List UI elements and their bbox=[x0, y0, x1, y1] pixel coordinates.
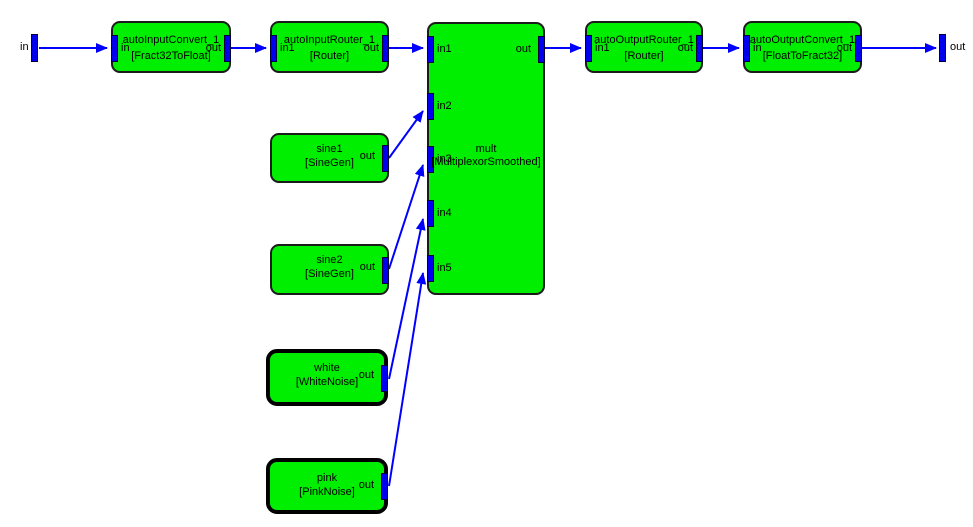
input-port-label-in2: in2 bbox=[437, 100, 452, 112]
input-port-pin[interactable] bbox=[111, 35, 118, 62]
block-title: mult bbox=[475, 143, 497, 155]
output-port-label: out bbox=[363, 42, 379, 54]
external-input-label: in bbox=[20, 41, 29, 53]
input-port-label: in bbox=[121, 42, 130, 54]
wire-pink-to-mult-in5[interactable] bbox=[388, 272, 427, 487]
output-port-label: out bbox=[358, 369, 374, 381]
wire-white-to-mult-in4[interactable] bbox=[388, 218, 426, 380]
output-port-pin[interactable] bbox=[382, 145, 389, 172]
input-port-label: in1 bbox=[280, 42, 295, 54]
output-port-pin[interactable] bbox=[538, 36, 545, 63]
input-port-pin-in5[interactable] bbox=[427, 255, 434, 282]
output-port-pin[interactable] bbox=[382, 35, 389, 62]
input-port-pin-in3[interactable] bbox=[427, 146, 434, 173]
output-port-label: out bbox=[515, 43, 531, 55]
input-port-label-in5: in5 bbox=[437, 262, 452, 274]
output-port-label: out bbox=[359, 261, 375, 273]
block-subtitle: [FloatToFract32] bbox=[762, 50, 843, 62]
block-subtitle: [Fract32ToFloat] bbox=[131, 50, 211, 62]
input-port-label-in3: in3 bbox=[437, 153, 452, 165]
input-port-pin[interactable] bbox=[270, 35, 277, 62]
block-sine2[interactable]: sine2 [SineGen] out bbox=[270, 244, 389, 295]
external-output-pin[interactable] bbox=[939, 34, 946, 62]
block-title: sine2 bbox=[316, 254, 343, 266]
input-port-label: in1 bbox=[595, 42, 610, 54]
block-auto-output-convert[interactable]: autoOutputConvert_1 in out [FloatToFract… bbox=[743, 21, 862, 73]
output-port-pin[interactable] bbox=[381, 365, 388, 392]
block-auto-input-router[interactable]: autoInputRouter_1 in1 out [Router] bbox=[270, 21, 389, 73]
external-input-pin[interactable] bbox=[31, 34, 38, 62]
block-title: autoOutputRouter_1 bbox=[594, 34, 694, 46]
block-title: autoInputRouter_1 bbox=[283, 34, 376, 46]
input-port-pin-in1[interactable] bbox=[427, 36, 434, 63]
block-white[interactable]: white [WhiteNoise] out bbox=[266, 349, 388, 406]
output-port-label: out bbox=[358, 479, 374, 491]
input-port-pin-in2[interactable] bbox=[427, 93, 434, 120]
wire-sine2-to-mult-in3[interactable] bbox=[388, 164, 425, 270]
external-output-label: out bbox=[950, 41, 966, 53]
output-port-pin[interactable] bbox=[381, 473, 388, 500]
output-port-label: out bbox=[836, 42, 852, 54]
block-auto-output-router[interactable]: autoOutputRouter_1 in1 out [Router] bbox=[585, 21, 703, 73]
input-port-pin-in4[interactable] bbox=[427, 200, 434, 227]
input-port-label: in bbox=[753, 42, 762, 54]
block-mult[interactable]: mult [MultiplexorSmoothed] in1 in2 in3 i… bbox=[427, 22, 545, 295]
input-port-pin[interactable] bbox=[585, 35, 592, 62]
output-port-pin[interactable] bbox=[382, 257, 389, 284]
wire-sine1-to-mult-in2[interactable] bbox=[388, 110, 424, 159]
block-title: pink bbox=[316, 472, 338, 484]
block-subtitle: [SineGen] bbox=[305, 268, 354, 280]
output-port-pin[interactable] bbox=[855, 35, 862, 62]
block-title: white bbox=[314, 362, 340, 374]
block-subtitle: [WhiteNoise] bbox=[295, 376, 359, 388]
input-port-label-in4: in4 bbox=[437, 207, 452, 219]
block-subtitle: [MultiplexorSmoothed] bbox=[431, 156, 541, 168]
output-port-pin[interactable] bbox=[696, 35, 703, 62]
output-port-label: out bbox=[205, 42, 221, 54]
input-port-label-in1: in1 bbox=[437, 43, 452, 55]
block-sine1[interactable]: sine1 [SineGen] out bbox=[270, 133, 389, 183]
input-port-pin[interactable] bbox=[743, 35, 750, 62]
block-subtitle: [Router] bbox=[309, 50, 350, 62]
block-pink[interactable]: pink [PinkNoise] out bbox=[266, 458, 388, 514]
block-subtitle: [Router] bbox=[624, 50, 664, 62]
output-port-pin[interactable] bbox=[224, 35, 231, 62]
block-title: sine1 bbox=[316, 143, 343, 155]
block-title: autoOutputConvert_1 bbox=[749, 34, 856, 46]
block-subtitle: [PinkNoise] bbox=[299, 486, 355, 498]
output-port-label: out bbox=[677, 42, 693, 54]
block-title: autoInputConvert_1 bbox=[122, 34, 220, 46]
block-auto-input-convert[interactable]: autoInputConvert_1 in out [Fract32ToFloa… bbox=[111, 21, 231, 73]
output-port-label: out bbox=[359, 150, 375, 162]
block-subtitle: [SineGen] bbox=[305, 157, 354, 169]
